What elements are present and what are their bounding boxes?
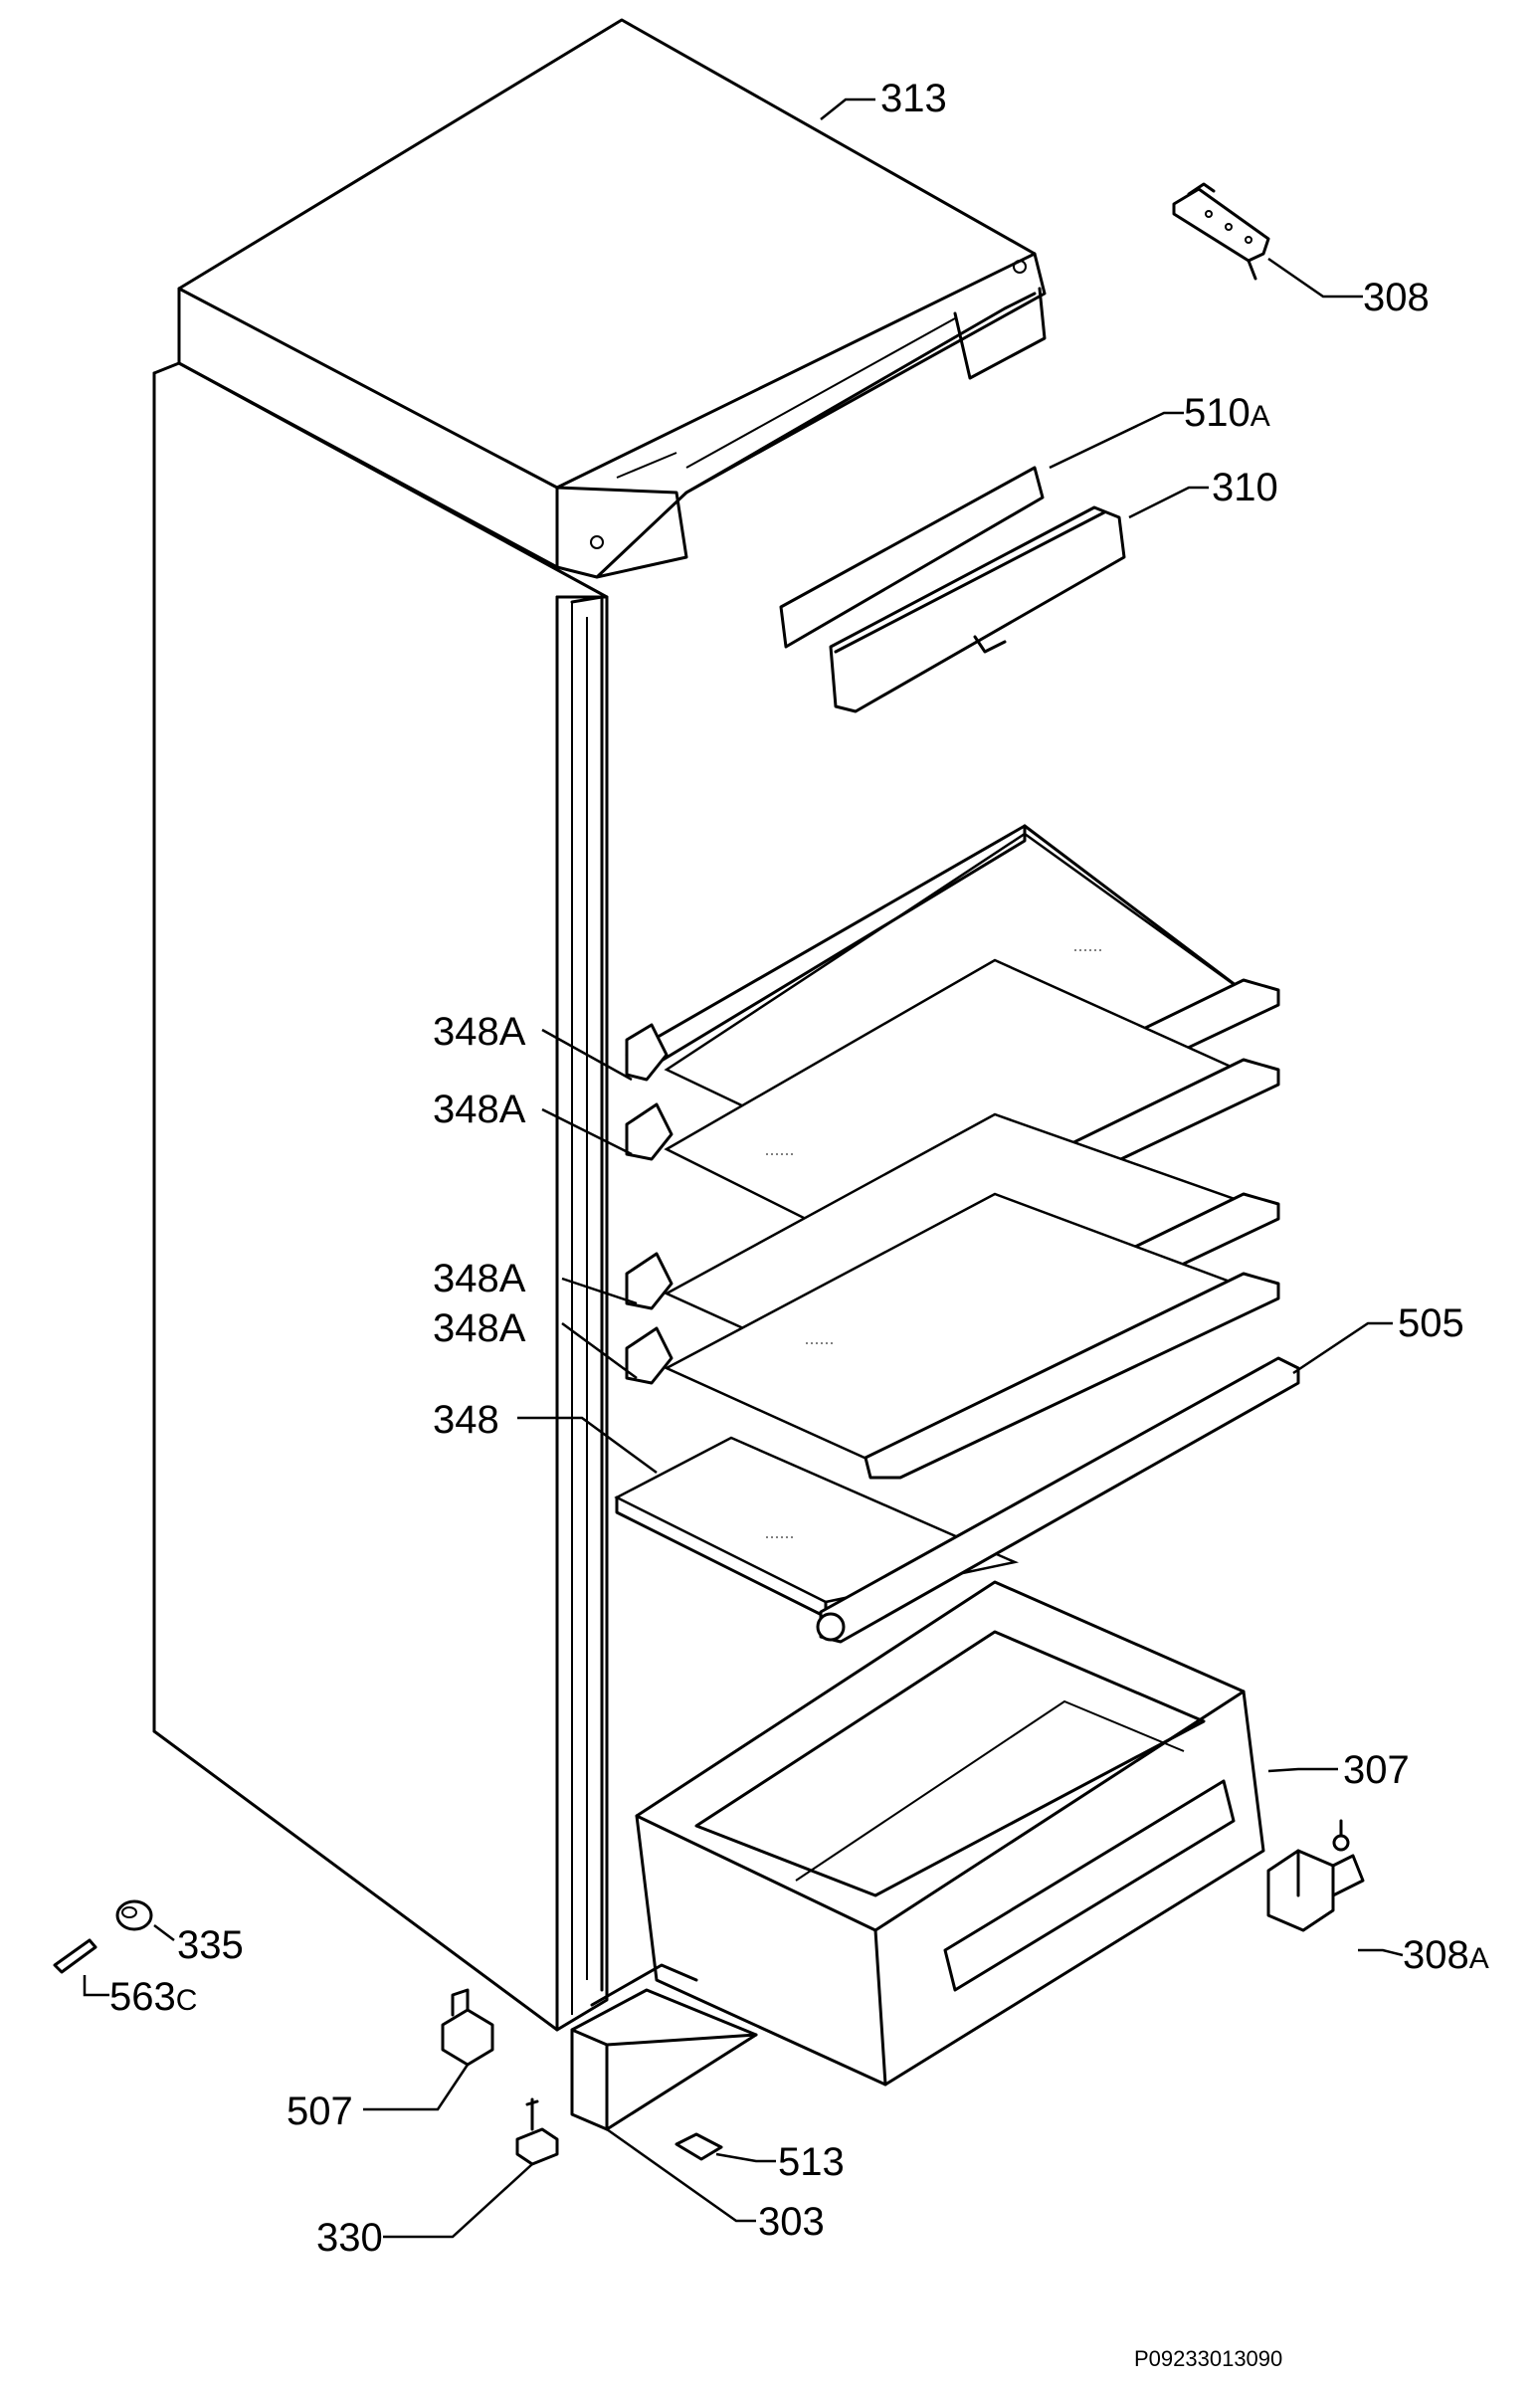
glass-shelf-4 — [625, 1192, 1280, 1480]
label-348A-1: 348A — [433, 1010, 526, 1054]
label-308: 308 — [1363, 276, 1430, 319]
label-310: 310 — [1212, 466, 1278, 509]
label-348A-4: 348A — [433, 1306, 526, 1350]
leader-lines — [83, 98, 1404, 2239]
label-507: 507 — [287, 2090, 353, 2133]
label-348: 348 — [433, 1398, 499, 1442]
label-335: 335 — [177, 1923, 244, 1967]
door-handle — [829, 505, 1126, 713]
bottom-hinge — [1266, 1819, 1365, 1932]
crisper-drawer — [635, 1580, 1265, 2087]
label-348A-2: 348A — [433, 1088, 526, 1131]
reference-code: P09233013090 — [1134, 2346, 1282, 2371]
trim-strip — [816, 1356, 1300, 1644]
label-strip — [779, 466, 1045, 649]
adjustable-foot — [515, 2097, 559, 2166]
label-308A: 308A — [1403, 1933, 1489, 1977]
label-330: 330 — [316, 2216, 383, 2260]
label-563C: 563C — [109, 1975, 197, 2019]
part-labels: 313 308 510A 310 348A 348A 348A 348A 348… — [109, 77, 1489, 2260]
label-510A: 510A — [1184, 391, 1270, 435]
tab — [674, 2132, 723, 2161]
label-505: 505 — [1398, 1301, 1464, 1345]
label-303: 303 — [758, 2200, 825, 2244]
top-cover — [177, 18, 1047, 579]
foot-cap — [115, 1899, 153, 1931]
glass-plate — [614, 1436, 1020, 1619]
label-348A-3: 348A — [433, 1257, 526, 1300]
label-307: 307 — [1343, 1748, 1410, 1792]
kick-plate — [570, 1963, 758, 2131]
top-hinge — [1172, 182, 1270, 281]
pin — [53, 1938, 97, 1974]
clip — [441, 1988, 494, 2067]
label-513: 513 — [778, 2140, 845, 2184]
cabinet-body — [152, 361, 609, 2032]
label-313: 313 — [880, 77, 947, 120]
